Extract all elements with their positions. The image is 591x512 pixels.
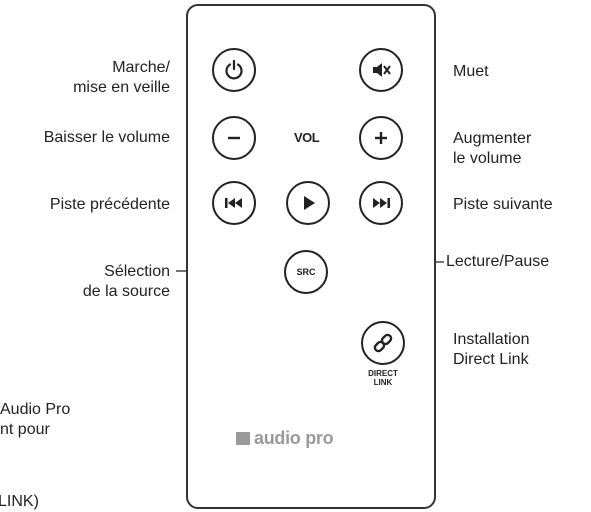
- side-text-fragment-2: LINK): [0, 493, 39, 510]
- source-button-text: SRC: [296, 267, 316, 277]
- direct-link-button-text: DIRECT LINK: [368, 369, 398, 387]
- link-icon: [373, 333, 393, 353]
- audio-pro-logo-text: audio pro: [254, 428, 334, 448]
- direct-link-label: Installation Direct Link: [453, 331, 530, 368]
- plus-icon: [375, 132, 387, 144]
- power-button[interactable]: [212, 48, 256, 92]
- play-pause-button[interactable]: [286, 181, 330, 225]
- direct-link-button[interactable]: [361, 321, 405, 365]
- volume-down-button[interactable]: [212, 116, 256, 160]
- skip-next-icon: [373, 198, 390, 208]
- side-text-fragment: Audio Pro nt pour: [0, 401, 71, 438]
- mute-label: Muet: [453, 63, 489, 80]
- volume-up-label: Augmenter le volume: [453, 130, 532, 167]
- power-label: Marche/ mise en veille: [73, 59, 170, 96]
- prev-track-button[interactable]: [212, 181, 256, 225]
- play-icon: [304, 196, 315, 210]
- next-track-button[interactable]: [359, 181, 403, 225]
- power-icon: [225, 59, 243, 80]
- play-pause-label: Lecture/Pause: [446, 253, 550, 270]
- volume-down-label: Baisser le volume: [43, 129, 170, 146]
- audio-pro-logo-mark: [236, 432, 250, 445]
- audio-pro-logo: audio pro: [236, 428, 334, 449]
- skip-previous-icon: [225, 198, 242, 208]
- source-label: Sélection de la source: [82, 263, 170, 300]
- source-button[interactable]: SRC: [284, 250, 328, 294]
- mute-button[interactable]: [359, 48, 403, 92]
- minus-icon: [228, 136, 240, 140]
- prev-track-label: Piste précédente: [49, 196, 170, 213]
- volume-up-button[interactable]: [359, 116, 403, 160]
- next-track-label: Piste suivante: [453, 196, 553, 213]
- volume-text: VOL: [294, 130, 320, 145]
- mute-icon: [373, 63, 391, 77]
